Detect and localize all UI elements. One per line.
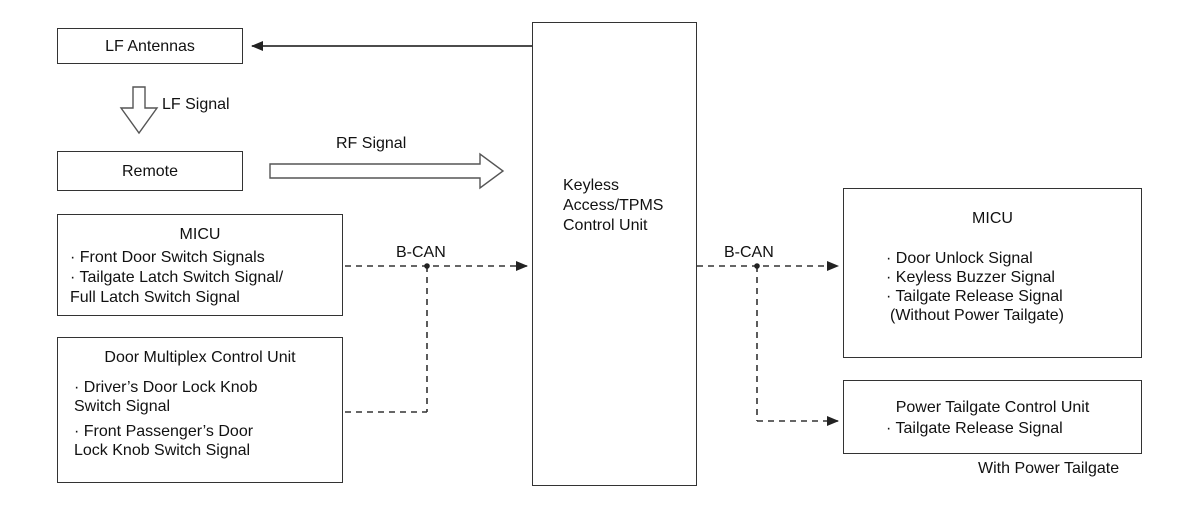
door-multiplex-line1: · Driver’s Door Lock Knob xyxy=(74,379,258,396)
keyless-line2: Access/TPMS xyxy=(563,197,664,214)
remote-label: Remote xyxy=(121,163,179,180)
remote-box: Remote xyxy=(57,151,243,191)
lf-antennas-box: LF Antennas xyxy=(57,28,243,64)
bcan-right-junction xyxy=(754,263,760,269)
power-tailgate-box: Power Tailgate Control Unit · Tailgate R… xyxy=(843,380,1142,454)
micu-right-line3: · Tailgate Release Signal xyxy=(886,288,1063,305)
lf-signal-arrow xyxy=(119,86,159,135)
micu-left-line2: · Tailgate Latch Switch Signal/ xyxy=(70,269,284,286)
bcan-left-label: B-CAN xyxy=(396,244,446,261)
power-tailgate-title: Power Tailgate Control Unit xyxy=(895,399,1090,416)
rf-signal-label: RF Signal xyxy=(336,135,407,152)
door-multiplex-line2: Switch Signal xyxy=(74,398,171,415)
lf-signal-label: LF Signal xyxy=(162,96,230,113)
micu-left-line1: · Front Door Switch Signals xyxy=(70,249,265,266)
micu-left-box: MICU · Front Door Switch Signals · Tailg… xyxy=(57,214,343,316)
micu-right-title: MICU xyxy=(972,210,1013,227)
lf-antennas-label: LF Antennas xyxy=(105,38,195,55)
keyless-line1: Keyless xyxy=(563,177,620,194)
door-multiplex-line3: · Front Passenger’s Door xyxy=(74,423,254,440)
micu-left-line3: Full Latch Switch Signal xyxy=(70,289,240,306)
bcan-left-junction xyxy=(424,263,430,269)
keyless-control-unit-box: Keyless Access/TPMS Control Unit xyxy=(532,22,697,486)
keyless-line3: Control Unit xyxy=(563,217,648,234)
door-multiplex-box: Door Multiplex Control Unit · Driver’s D… xyxy=(57,337,343,483)
with-power-tailgate-label: With Power Tailgate xyxy=(978,460,1120,477)
micu-right-line2: · Keyless Buzzer Signal xyxy=(886,269,1055,286)
rf-signal-arrow xyxy=(269,152,505,190)
micu-left-title: MICU xyxy=(179,226,221,243)
micu-right-line1: · Door Unlock Signal xyxy=(886,250,1033,267)
door-multiplex-line4: Lock Knob Switch Signal xyxy=(74,442,251,459)
power-tailgate-line1: · Tailgate Release Signal xyxy=(886,420,1063,437)
bcan-right-label: B-CAN xyxy=(724,244,774,261)
door-multiplex-title: Door Multiplex Control Unit xyxy=(104,349,296,366)
micu-right-box: MICU · Door Unlock Signal · Keyless Buzz… xyxy=(843,188,1142,358)
micu-right-line4: (Without Power Tailgate) xyxy=(890,307,1064,324)
